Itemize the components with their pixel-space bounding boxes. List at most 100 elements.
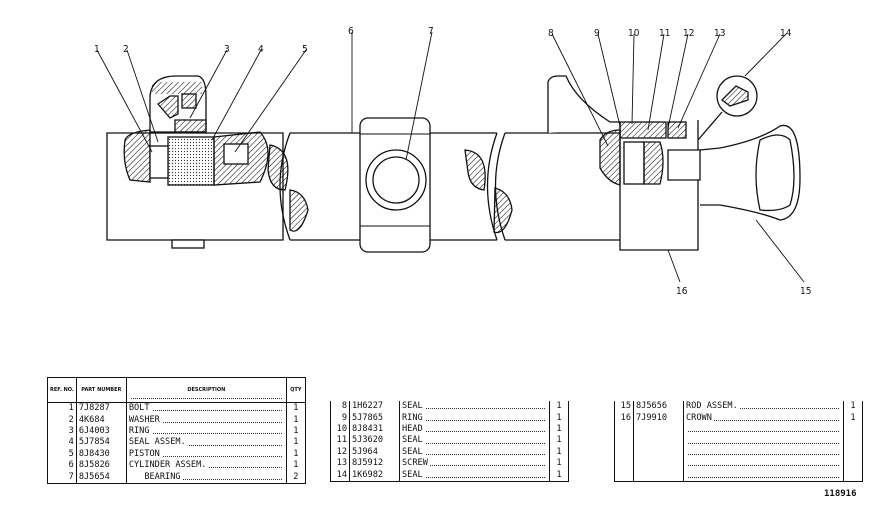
header-ref: REF. NO. (47, 377, 77, 403)
rod-end-head (547, 75, 699, 251)
part-number-cell: 5J964 (349, 446, 400, 458)
ref-cell: 6 (47, 459, 77, 472)
description-cell: WASHER (125, 414, 287, 426)
ref-cell: 8 (330, 401, 350, 413)
ref-cell: 13 (330, 457, 350, 470)
qty-cell: 1 (549, 435, 569, 447)
callout-9: 9 (594, 28, 600, 39)
description-cell: PISTON (125, 448, 287, 460)
ref-cell: 2 (47, 414, 77, 426)
part-number-cell: 8J8430 (75, 448, 127, 460)
empty-row (614, 446, 863, 458)
header-description: DESCRIPTION (125, 377, 287, 403)
part-number-cell: 5J7865 (349, 412, 400, 424)
callout-3: 3 (224, 44, 230, 55)
description-cell: HEAD (399, 423, 550, 436)
callout-14: 14 (780, 28, 792, 39)
cylinder-assembly-drawing: 1 2 3 4 5 6 7 8 9 10 11 12 13 14 15 16 (94, 26, 811, 297)
ref-cell: 1 (47, 402, 77, 415)
ref-cell: 15 (614, 401, 634, 413)
description-cell: BOLT (125, 402, 287, 415)
part-number-cell: 1K6982 (349, 469, 400, 482)
part-number-cell: 4K684 (75, 414, 127, 426)
piston (167, 136, 215, 186)
callout-8: 8 (548, 28, 554, 39)
description-cell: SEAL (399, 446, 550, 458)
qty-cell: 1 (549, 469, 569, 482)
rod (699, 124, 801, 221)
callout-12: 12 (683, 28, 694, 39)
part-number-cell: 8J5654 (75, 471, 127, 484)
callout-16: 16 (676, 286, 688, 297)
qty-cell: 1 (549, 446, 569, 458)
ref-cell: 14 (330, 469, 350, 482)
part-number-cell: 7J9910 (633, 412, 684, 424)
qty-cell: 1 (285, 448, 306, 460)
callout-6: 6 (348, 26, 354, 37)
qty-cell: 1 (285, 437, 306, 449)
callout-7: 7 (428, 26, 434, 37)
part-number-cell: 5J7854 (75, 437, 127, 449)
empty-row (614, 423, 863, 436)
ref-cell: 12 (330, 446, 350, 458)
qty-cell: 1 (285, 402, 306, 415)
ref-cell: 16 (614, 412, 634, 424)
mount-foot (171, 239, 205, 249)
description-cell: SEAL (399, 401, 550, 413)
description-cell: RING (125, 425, 287, 438)
description-cell: CYLINDER ASSEM. (125, 459, 287, 472)
empty-row (614, 469, 863, 482)
qty-cell: 1 (549, 423, 569, 436)
description-cell: CROWN (683, 412, 844, 424)
ref-cell: 7 (47, 471, 77, 484)
description-cell: BEARING (125, 471, 287, 484)
callout-10: 10 (628, 28, 640, 39)
description-cell: ROD ASSEM. (683, 401, 844, 413)
qty-cell: 1 (549, 401, 569, 413)
ref-cell: 10 (330, 423, 350, 436)
callout-5: 5 (302, 44, 308, 55)
header-qty: QTY (285, 377, 306, 403)
qty-cell: 1 (285, 459, 306, 472)
header-part-number: PART NUMBER (75, 377, 127, 403)
callout-13: 13 (714, 28, 725, 39)
ref-cell: 9 (330, 412, 350, 424)
description-cell: SEAL ASSEM. (125, 437, 287, 449)
callout-11: 11 (659, 28, 670, 39)
part-number-cell: 1H6227 (349, 401, 400, 413)
qty-cell: 1 (285, 425, 306, 438)
qty-cell: 1 (549, 412, 569, 424)
qty-cell: 1 (843, 401, 863, 413)
description-cell: RING (399, 412, 550, 424)
part-number-cell: 8J5656 (633, 401, 684, 413)
ref-cell: 11 (330, 435, 350, 447)
qty-cell: 1 (285, 414, 306, 426)
part-number-cell: 8J5826 (75, 459, 127, 472)
empty-row (614, 457, 863, 470)
qty-cell: 1 (843, 412, 863, 424)
part-number-cell: 5J3620 (349, 435, 400, 447)
ref-cell: 3 (47, 425, 77, 438)
drawing-number: 118916 (824, 489, 857, 499)
part-number-cell: 7J8287 (75, 402, 127, 415)
callout-4: 4 (258, 44, 264, 55)
callout-1: 1 (94, 44, 100, 55)
part-number-cell: 6J4003 (75, 425, 127, 438)
qty-cell: 2 (285, 471, 306, 484)
